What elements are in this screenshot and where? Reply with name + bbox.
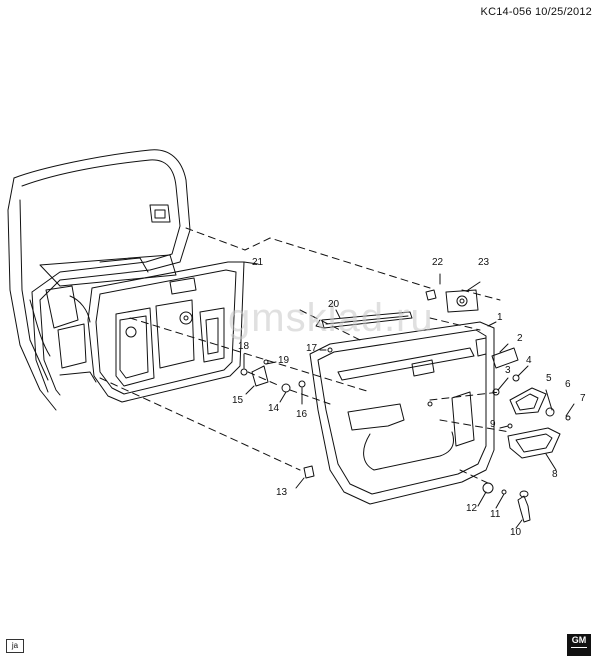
callout-21: 21 bbox=[252, 257, 264, 268]
illustrator-tag: ja bbox=[6, 639, 24, 653]
callout-11: 11 bbox=[490, 509, 501, 520]
speaker-grille bbox=[445, 289, 479, 313]
callout-20: 20 bbox=[328, 299, 340, 310]
label-part bbox=[491, 347, 519, 369]
callout-4: 4 bbox=[526, 355, 532, 366]
callout-2: 2 bbox=[517, 333, 523, 344]
watermark: gmsklad.ru bbox=[228, 296, 434, 340]
callout-14: 14 bbox=[268, 403, 280, 414]
window-crank bbox=[517, 490, 531, 523]
bracket-15 bbox=[251, 365, 269, 387]
door-trim-panel bbox=[309, 321, 495, 505]
callout-8: 8 bbox=[552, 469, 558, 480]
callout-16: 16 bbox=[296, 409, 308, 420]
switch-panel bbox=[507, 427, 561, 459]
projection-lines bbox=[99, 227, 511, 485]
diagram-code: KC14-056 bbox=[480, 6, 532, 18]
belt-sealing-strip bbox=[315, 311, 413, 329]
callout-9: 9 bbox=[490, 419, 496, 430]
callout-6: 6 bbox=[565, 379, 571, 390]
diagram-header: KC14-056 10/25/2012 bbox=[481, 6, 592, 18]
callout-7: 7 bbox=[580, 393, 586, 404]
callout-23: 23 bbox=[478, 257, 490, 268]
callout-5: 5 bbox=[546, 373, 552, 384]
callout-1: 1 bbox=[497, 312, 503, 323]
water-deflector bbox=[87, 261, 245, 403]
handle-bezel bbox=[509, 387, 547, 415]
callout-18: 18 bbox=[238, 341, 250, 352]
callout-22: 22 bbox=[432, 257, 444, 268]
callout-10: 10 bbox=[510, 527, 522, 538]
callout-3: 3 bbox=[505, 365, 511, 376]
callout-12: 12 bbox=[466, 503, 478, 514]
callout-13: 13 bbox=[276, 487, 288, 498]
fasteners bbox=[240, 347, 571, 495]
callout-15: 15 bbox=[232, 395, 244, 406]
clip-22 bbox=[425, 289, 437, 301]
diagram-date: 10/25/2012 bbox=[534, 6, 592, 18]
callout-19: 19 bbox=[278, 355, 290, 366]
callout-17: 17 bbox=[306, 343, 318, 354]
door-frame bbox=[7, 149, 191, 411]
gm-logo-rule bbox=[571, 647, 587, 648]
leader-lines bbox=[243, 261, 575, 529]
gm-logo: GM bbox=[567, 634, 591, 656]
gm-logo-text: GM bbox=[571, 635, 587, 645]
